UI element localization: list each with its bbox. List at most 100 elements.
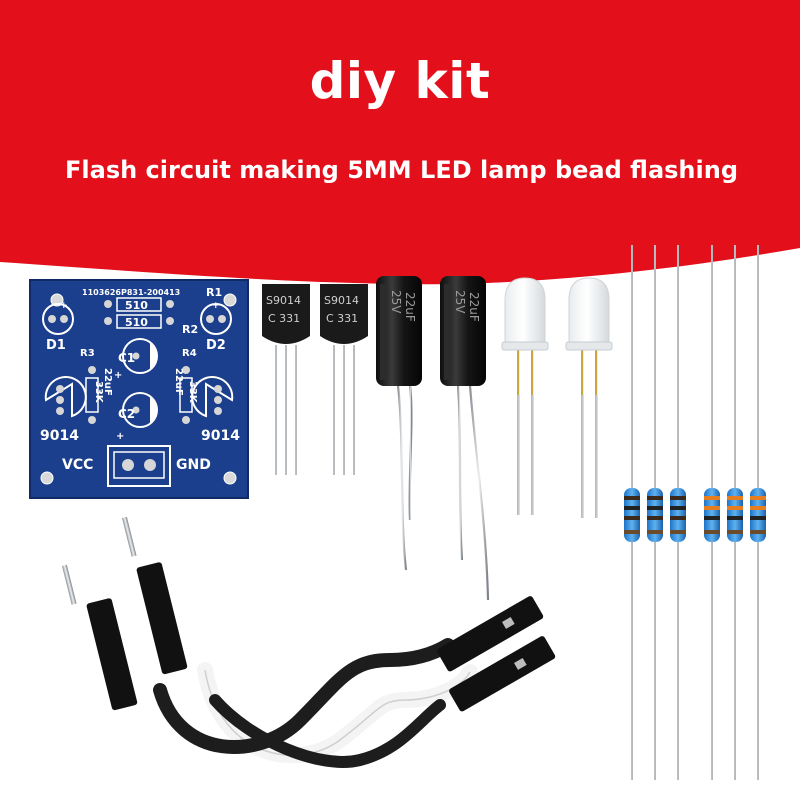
plus-mark: + (116, 431, 124, 442)
transistor-1: S9014 C 331 (262, 284, 310, 475)
resistor-band (750, 496, 766, 500)
transistor-marking: C 331 (268, 312, 300, 325)
resistor-2 (647, 245, 663, 780)
pcb-label-r1: R1 (206, 286, 222, 299)
pcb-label-gnd: GND (176, 457, 211, 473)
pcb-label-510-top: 510 (125, 299, 148, 312)
capacitor-voltage: 25V (389, 290, 403, 314)
capacitor-2: 25V 22uF (440, 276, 490, 601)
power-connector-inner (113, 451, 165, 479)
resistor-band (704, 530, 720, 534)
pad (56, 396, 64, 404)
resistor-band (670, 516, 686, 520)
pad (166, 300, 174, 308)
female-header-latch (502, 617, 515, 629)
c2-polarity (150, 396, 158, 424)
pad (104, 317, 112, 325)
pin (353, 345, 355, 475)
pad (56, 385, 64, 393)
led-lead (531, 395, 534, 515)
pcb-label-r4: R4 (182, 348, 197, 359)
d2-footprint (200, 303, 232, 335)
pad (132, 406, 140, 414)
pcb-label-33k-left: 33K (93, 381, 104, 404)
pad (214, 385, 222, 393)
resistor-band (647, 506, 663, 510)
pad (166, 317, 174, 325)
capacitor-value: 22uF (467, 292, 481, 322)
transistor-2: S9014 C 331 (320, 284, 368, 475)
resistor-band (624, 516, 640, 520)
pad (214, 407, 222, 415)
pad (48, 315, 56, 323)
pin (295, 345, 297, 475)
pcb-serial: 1103626P831-200413 (82, 288, 180, 297)
pcb-label-r3: R3 (80, 348, 95, 359)
resistor-band (727, 496, 743, 500)
pcb-label-9014-left: 9014 (40, 428, 79, 444)
pad (60, 315, 68, 323)
banner-shape (0, 0, 800, 285)
led-flange (501, 341, 549, 351)
q-left-footprint (44, 376, 87, 418)
mount-hole-bl (40, 471, 54, 485)
page-subtitle: Flash circuit making 5MM LED lamp bead f… (0, 156, 800, 184)
resistor-band (704, 506, 720, 510)
pin (275, 345, 277, 475)
pin (285, 345, 287, 475)
pcb-label-510-bottom: 510 (125, 316, 148, 329)
transistor-body (320, 284, 368, 344)
resistor-band (704, 496, 720, 500)
male-pin (62, 564, 77, 605)
resistor-band (647, 496, 663, 500)
resistor-5 (727, 245, 743, 780)
capacitor-stripe (444, 284, 452, 380)
transistor-marking: C 331 (326, 312, 358, 325)
resistor-band (670, 496, 686, 500)
resistor-band (647, 530, 663, 534)
pad (206, 315, 214, 323)
pcb-label-22uf-left: 22uF (102, 368, 113, 396)
resistor-body (647, 488, 663, 542)
pad (56, 407, 64, 415)
mount-hole-tr (223, 293, 237, 307)
pcb-label-c1: C1 (118, 351, 135, 365)
capacitor-stripe (380, 284, 388, 380)
resistor-band (750, 530, 766, 534)
resistor-band (624, 530, 640, 534)
resistor-band (727, 530, 743, 534)
mount-hole-tl (50, 293, 64, 307)
pcb-label-r2: R2 (182, 323, 198, 336)
pad (104, 300, 112, 308)
female-header-housing (437, 596, 544, 672)
pad (182, 366, 190, 374)
transistor-body (262, 284, 310, 344)
pad (182, 416, 190, 424)
resistor-band (670, 530, 686, 534)
pcb-label-c2: C2 (118, 407, 135, 421)
pcb-label-d2: D2 (206, 338, 226, 353)
capacitor-lead (468, 384, 490, 601)
led-lead (581, 395, 584, 518)
pad (214, 396, 222, 404)
d1-footprint (42, 303, 74, 335)
resistor-6 (750, 245, 766, 780)
resistor-band (750, 516, 766, 520)
black-wire (153, 638, 455, 754)
resistor-band (704, 516, 720, 520)
plus-mark: + (212, 301, 220, 311)
resistor-body (704, 488, 720, 542)
plus-mark: + (114, 370, 122, 381)
r1-footprint (116, 297, 162, 312)
led-flange (565, 341, 613, 351)
black-wire-lower (209, 694, 446, 768)
resistor-1 (624, 245, 640, 780)
mount-hole-br (223, 471, 237, 485)
female-header-housing (449, 636, 556, 712)
male-pin (122, 516, 137, 557)
c1-polarity (150, 342, 158, 370)
pcb-label-9014-right: 9014 (201, 428, 240, 444)
resistor-4 (704, 245, 720, 780)
